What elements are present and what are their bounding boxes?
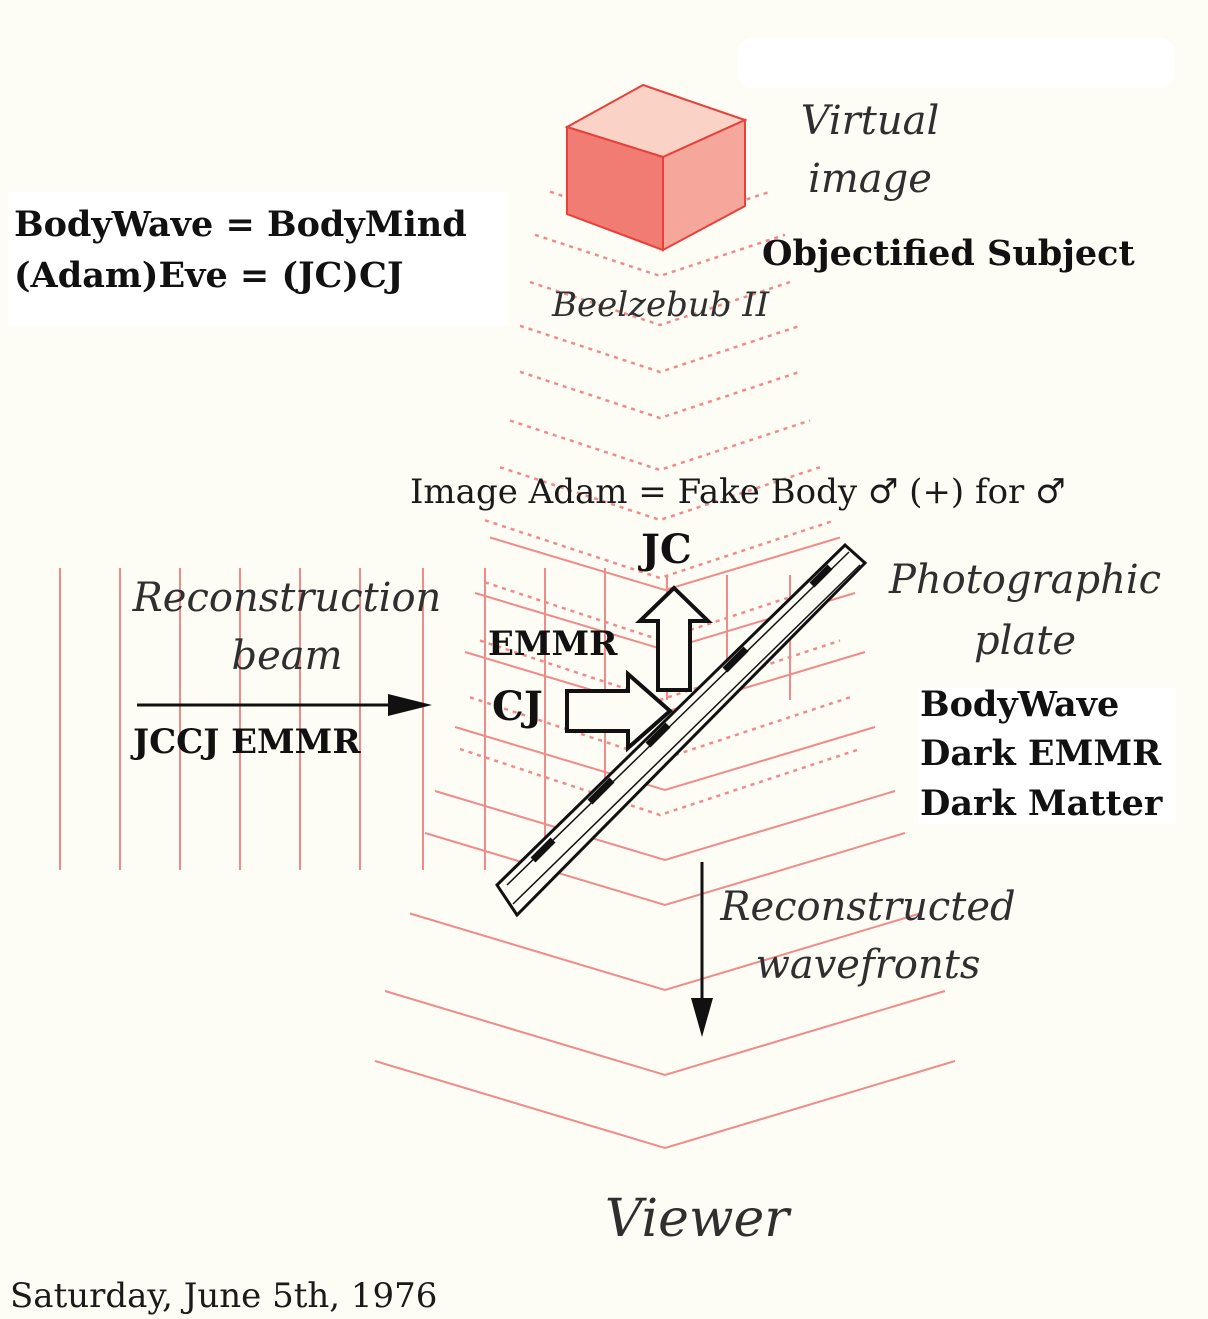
dotted-wavefront — [529, 280, 791, 327]
photographic-plate — [495, 542, 868, 918]
dotted-wavefront — [484, 519, 836, 580]
jc-hollow-up-arrow — [635, 585, 713, 692]
solid-wavefront — [409, 912, 921, 992]
photographic-plate-label-2: plate — [974, 618, 1076, 664]
equation-line-2: (Adam)Eve = (JC)CJ — [14, 255, 403, 296]
reconstruction-beam-lines — [59, 568, 791, 870]
reconstructed-wavefronts-label-1: Reconstructed — [719, 884, 1015, 930]
cube-side-face — [662, 118, 746, 252]
solid-wavefront — [454, 726, 876, 792]
solid-wavefront — [374, 1060, 956, 1150]
virtual-image-label-1: Virtual — [801, 98, 940, 144]
dotted-wavefront — [484, 581, 836, 642]
plate-inner-line — [506, 551, 850, 886]
reconstruction-beam-arrow — [137, 694, 432, 716]
dotted-wavefront — [534, 233, 786, 278]
solid-wavefront — [384, 990, 946, 1077]
reconstructed-wavefronts-solid — [374, 536, 956, 1150]
virtual-image-label-2: image — [808, 156, 932, 202]
virtual-image-cube — [564, 83, 748, 252]
emmr-label: EMMR — [488, 624, 618, 664]
reconstructed-wavefronts-arrow — [691, 862, 713, 1037]
dotted-wavefront — [519, 324, 801, 374]
right-text-panel — [918, 688, 1176, 824]
dotted-wavefront — [509, 419, 811, 472]
reconstruction-beam-label-1: Reconstruction — [132, 575, 442, 621]
image-adam-label: Image Adam = Fake Body ♂ (+) for ♂ — [410, 472, 1066, 512]
cj-label: CJ — [492, 683, 543, 730]
dotted-wavefront — [519, 370, 801, 420]
dotted-wavefront — [499, 466, 821, 522]
cj-hollow-right-arrow — [565, 669, 674, 753]
dark-emmr-label: Dark EMMR — [920, 733, 1162, 774]
objectified-subject-label: Objectified Subject — [762, 233, 1135, 274]
plate-inner-line-2 — [512, 564, 861, 905]
reconstructed-wavefronts-label-2: wavefronts — [756, 942, 981, 988]
beelzebub-label: Beelzebub II — [551, 285, 770, 325]
top-right-white-patch — [738, 38, 1174, 88]
solid-wavefront — [434, 790, 896, 862]
photographic-plate-label-1: Photographic — [888, 557, 1161, 603]
jc-label: JC — [638, 526, 692, 573]
bodywave-label: BodyWave — [920, 684, 1119, 725]
equation-line-1: BodyWave = BodyMind — [14, 204, 467, 245]
jccj-emmr-label: JCCJ EMMR — [130, 722, 361, 762]
plate-outline — [495, 542, 868, 918]
solid-wavefront — [424, 832, 906, 907]
solid-wavefront — [489, 536, 841, 592]
date-label: Saturday, June 5th, 1976 — [10, 1276, 437, 1316]
virtual-wavefronts-dotted — [459, 190, 861, 817]
equation-panel — [8, 192, 508, 326]
dotted-wavefront — [459, 747, 861, 817]
plate-dark-marks — [530, 564, 833, 863]
reconstruction-beam-label-2: beam — [231, 633, 342, 679]
viewer-label: Viewer — [605, 1189, 792, 1249]
dark-matter-label: Dark Matter — [920, 783, 1163, 824]
